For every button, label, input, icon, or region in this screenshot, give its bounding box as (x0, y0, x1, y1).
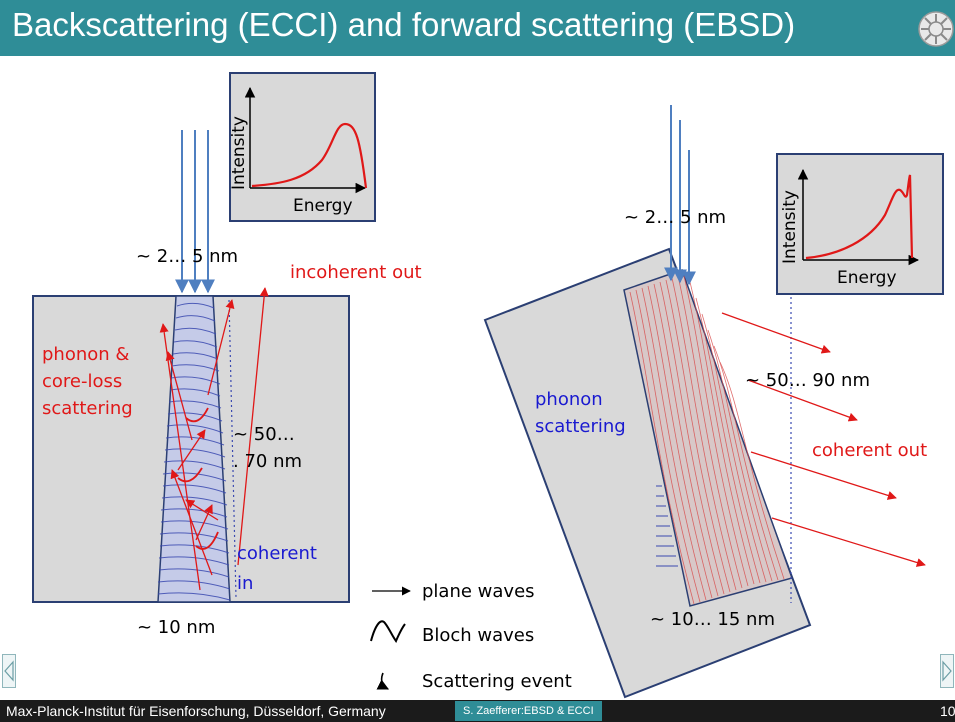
slide-title: Backscattering (ECCI) and forward scatte… (12, 6, 796, 43)
legend-bloch-waves-label: Bloch waves (422, 625, 534, 646)
institute-logo-icon (918, 11, 954, 47)
right-inset-spectrum-curve (805, 174, 914, 260)
footer-author: S. Zaefferer:EBSD & ECCI (455, 701, 602, 721)
right-beam-width-label: ~ 2… 5 nm (624, 207, 726, 228)
left-inset-xlabel: Energy (293, 196, 353, 216)
left-incident-beam (175, 130, 215, 294)
right-coherent-out-arrows (721, 312, 926, 567)
left-beam-width-label: ~ 2… 5 nm (136, 246, 238, 267)
previous-slide-icon[interactable] (2, 654, 16, 688)
phonon-core-loss-label-3: scattering (42, 398, 133, 419)
coherent-out-label: coherent out (812, 440, 927, 461)
left-depth-label-1: ~ 50… (233, 424, 295, 445)
left-interaction-wedge (157, 295, 231, 603)
coherent-in-label-1: coherent (237, 543, 317, 564)
legend-scattering-event-label: Scattering event (422, 671, 572, 692)
legend-scattering-event-icon (376, 672, 390, 690)
left-scattering-arrows (159, 287, 269, 591)
left-bottom-width-label: ~ 10 nm (137, 617, 215, 638)
legend-bloch-wave-icon (370, 620, 406, 644)
right-bloch-wave-pattern (629, 275, 785, 605)
footer-institute: Max-Planck-Institut für Eisenforschung, … (6, 703, 386, 719)
page-number: 10 (940, 703, 955, 719)
right-bloch-wave-stub (656, 485, 678, 567)
phonon-scattering-label-2: scattering (535, 416, 626, 437)
legend-plane-waves-label: plane waves (422, 581, 535, 602)
next-slide-icon[interactable] (940, 654, 954, 688)
right-inset-xlabel: Energy (837, 268, 897, 288)
right-inset-ylabel: Intensity (780, 190, 800, 264)
phonon-core-loss-label-1: phonon & (42, 344, 129, 365)
left-depth-label-2: . 70 nm (233, 451, 302, 472)
phonon-core-loss-label-2: core-loss (42, 371, 122, 392)
right-bottom-width-label: ~ 10… 15 nm (650, 609, 775, 630)
left-inset-box (229, 72, 376, 222)
left-inset-ylabel: Intensity (229, 116, 249, 190)
title-bar: Backscattering (ECCI) and forward scatte… (0, 0, 955, 56)
left-inset-spectrum-curve (251, 122, 368, 189)
left-scattering-events (177, 407, 219, 550)
right-depth-label: ~ 50… 90 nm (745, 370, 870, 391)
right-incident-beam (664, 105, 696, 286)
incoherent-out-label: incoherent out (290, 262, 422, 283)
phonon-scattering-label-1: phonon (535, 389, 603, 410)
coherent-in-label-2: in (237, 573, 253, 594)
